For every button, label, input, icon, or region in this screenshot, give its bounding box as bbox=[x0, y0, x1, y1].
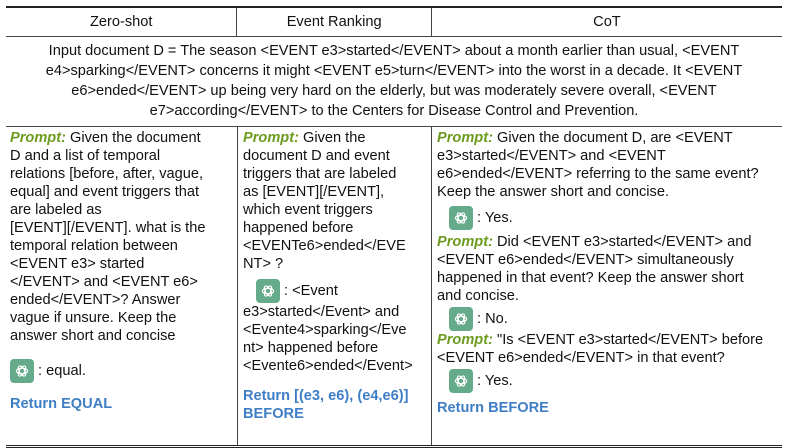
response-text: : equal. bbox=[38, 362, 86, 380]
prompt-text: D and a list of temporal bbox=[10, 147, 233, 165]
input-document: Input document D = The season <EVENT e3>… bbox=[6, 37, 782, 127]
prompt-text: happened before bbox=[243, 219, 427, 237]
header-event-ranking: Event Ranking bbox=[236, 8, 431, 36]
response-row: : Yes. bbox=[449, 369, 778, 393]
response-text: <Evente4>sparking</Eve bbox=[243, 321, 427, 339]
chatgpt-logo-icon bbox=[449, 307, 473, 331]
prompt-text: Given the bbox=[299, 130, 366, 146]
response-row: : Yes. bbox=[449, 206, 778, 230]
prompt-text: ended</EVENT>? Answer bbox=[10, 291, 233, 309]
zero-shot-cell: Prompt: Given the document D and a list … bbox=[6, 127, 237, 445]
chatgpt-logo-icon bbox=[256, 279, 280, 303]
prompt-text: [EVENT][/EVENT]. what is the bbox=[10, 219, 233, 237]
prompt-text: Keep the answer short and concise. bbox=[437, 183, 778, 201]
response-text: <Evente6>ended</Event> bbox=[243, 357, 427, 375]
response-text: nt> happened before bbox=[243, 339, 427, 357]
header-zero-shot: Zero-shot bbox=[6, 8, 236, 36]
header-cot: CoT bbox=[431, 8, 782, 36]
prompt-text: document D and event bbox=[243, 147, 427, 165]
prompt-text: vague if unsure. Keep the bbox=[10, 309, 233, 327]
prompt-text: <EVENT e6>ended</EVENT> simultaneously bbox=[437, 251, 778, 269]
prompt-text: temporal relation between bbox=[10, 237, 233, 255]
prompt-text: e6>ended</EVENT> referring to the same e… bbox=[437, 165, 778, 183]
cot-cell: Prompt: Given the document D, are <EVENT… bbox=[431, 127, 782, 445]
prompt-text: <EVENT e3> started bbox=[10, 255, 233, 273]
prompt-label: Prompt: bbox=[437, 130, 493, 146]
comparison-table: Zero-shot Event Ranking CoT Input docume… bbox=[6, 6, 782, 448]
input-line: Input document D = The season <EVENT e3>… bbox=[16, 41, 772, 61]
response-text: : <Event bbox=[284, 282, 338, 300]
response-text: : Yes. bbox=[477, 372, 513, 390]
chatgpt-logo-icon bbox=[449, 206, 473, 230]
prompt-label: Prompt: bbox=[10, 130, 66, 146]
response-text: e3>started</Event> and bbox=[243, 303, 427, 321]
prompt-text: equal] and event triggers that bbox=[10, 183, 233, 201]
prompt-label: Prompt: bbox=[437, 332, 493, 348]
prompt-text: <EVENT e6>ended</EVENT> in that event? bbox=[437, 349, 778, 367]
prompt-text: are labeled as bbox=[10, 201, 233, 219]
input-line: e6>ended</EVENT> up being very hard on t… bbox=[16, 81, 772, 101]
chatgpt-logo-icon bbox=[449, 369, 473, 393]
prompt-text: </EVENT> and <EVENT e6> bbox=[10, 273, 233, 291]
prompt-label: Prompt: bbox=[243, 130, 299, 146]
prompt-text: which event triggers bbox=[243, 201, 427, 219]
prompt-label: Prompt: bbox=[437, 234, 493, 250]
prompt-text: NT> ? bbox=[243, 255, 427, 273]
prompt-text: triggers that are labeled bbox=[243, 165, 427, 183]
event-ranking-cell: Prompt: Given the document D and event t… bbox=[237, 127, 431, 445]
prompt-text: <EVENTe6>ended</EVE bbox=[243, 237, 427, 255]
prompt-text: Did <EVENT e3>started</EVENT> and bbox=[493, 234, 752, 250]
return-result: BEFORE bbox=[243, 405, 427, 423]
prompt-text: Given the document D, are <EVENT bbox=[493, 130, 733, 146]
prompt-text: "Is <EVENT e3>started</EVENT> before bbox=[493, 332, 763, 348]
prompt-text: answer short and concise bbox=[10, 327, 233, 345]
prompt-text: happened in that event? Keep the answer … bbox=[437, 269, 778, 287]
input-line: e4>sparking</EVENT> concerns it might <E… bbox=[16, 61, 772, 81]
method-body-row: Prompt: Given the document D and a list … bbox=[6, 127, 782, 445]
return-result: Return [(e3, e6), (e4,e6)] bbox=[243, 387, 427, 405]
return-result: Return BEFORE bbox=[437, 399, 778, 417]
chatgpt-logo-icon bbox=[10, 359, 34, 383]
prompt-text: Given the document bbox=[66, 130, 201, 146]
response-row: : equal. bbox=[10, 359, 233, 383]
bottom-rule bbox=[6, 445, 782, 448]
response-text: : No. bbox=[477, 310, 508, 328]
response-row: : No. bbox=[449, 307, 778, 331]
prompt-text: and concise. bbox=[437, 287, 778, 305]
return-result: Return EQUAL bbox=[10, 395, 233, 413]
input-line: e7>according</EVENT> to the Centers for … bbox=[16, 101, 772, 121]
prompt-text: as [EVENT][/EVENT], bbox=[243, 183, 427, 201]
prompt-text: e3>started</EVENT> and <EVENT bbox=[437, 147, 778, 165]
header-row: Zero-shot Event Ranking CoT bbox=[6, 8, 782, 37]
response-text: : Yes. bbox=[477, 209, 513, 227]
prompt-text: relations [before, after, vague, bbox=[10, 165, 233, 183]
response-row: : <Event bbox=[256, 279, 427, 303]
